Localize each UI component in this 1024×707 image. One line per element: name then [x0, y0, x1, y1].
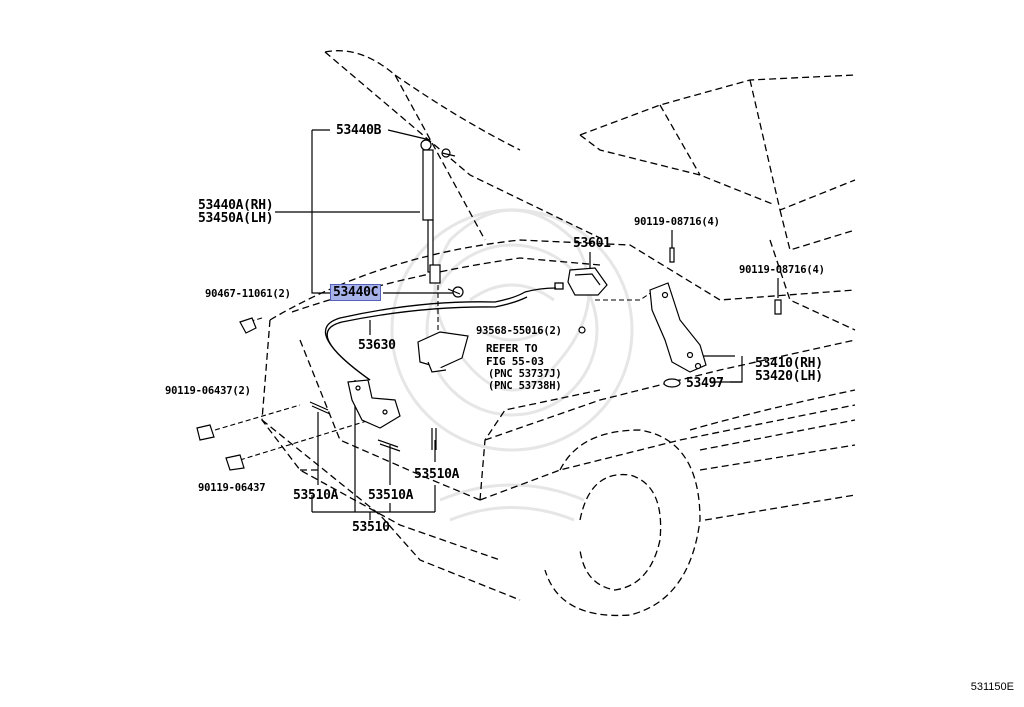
hood-lock-assembly [196, 317, 437, 471]
label-release-cable[interactable]: 53630 [358, 338, 396, 353]
release-lever [567, 267, 608, 296]
label-hood-lock[interactable]: 53510 [352, 520, 390, 535]
label-hinge-cushion[interactable]: 53497 [686, 376, 724, 391]
label-refer-pnc1: (PNC 53737J) [488, 368, 562, 380]
label-hinge-bolt-top[interactable]: 90119-08716(4) [634, 216, 720, 228]
hood-hinge [649, 247, 782, 388]
diagram-code: 531150E [970, 681, 1014, 693]
label-refer-fig[interactable]: FIG 55-03 [486, 355, 544, 368]
label-lock-bolt-lower[interactable]: 90119-06437 [198, 482, 266, 494]
label-hinge-rh[interactable]: 53410(RH) [755, 356, 823, 371]
release-cable [324, 282, 564, 381]
lock-bracket [417, 326, 586, 373]
label-hood-lock-a-left[interactable]: 53510A [293, 488, 339, 503]
watermark-emblem [390, 208, 634, 522]
label-gas-spring-lower-bolt[interactable]: 53440C [329, 284, 382, 301]
label-hinge-lh[interactable]: 53420(LH) [755, 369, 823, 384]
car-body-outline [261, 50, 856, 617]
label-lock-bolt-upper[interactable]: 90119-06437(2) [165, 385, 251, 397]
label-hinge-bolt-right[interactable]: 90119-08716(4) [739, 264, 825, 276]
label-hood-lock-a-mid[interactable]: 53510A [368, 488, 414, 503]
label-refer-to: REFER TO [486, 342, 538, 355]
label-gas-spring-lh[interactable]: 53450A(LH) [198, 211, 274, 226]
label-gas-spring-upper-bolt[interactable]: 53440B [336, 123, 382, 138]
label-gas-spring-rh[interactable]: 53440A(RH) [198, 198, 274, 213]
label-hood-lock-a-right[interactable]: 53510A [414, 467, 460, 482]
label-clip-90467[interactable]: 90467-11061(2) [205, 288, 291, 300]
label-release-lever[interactable]: 53601 [573, 236, 611, 251]
label-refer-pnc2: (PNC 53738H) [488, 380, 562, 392]
gas-spring-strut [420, 139, 464, 298]
connector-lines [214, 285, 656, 461]
label-screw-93568[interactable]: 93568-55016(2) [476, 325, 562, 337]
